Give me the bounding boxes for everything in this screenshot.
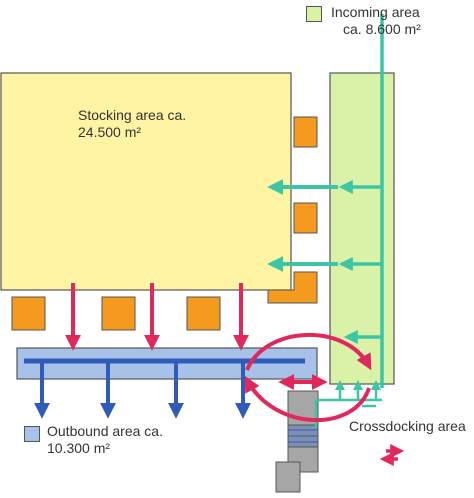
stocking-label-line1: Stocking area ca. xyxy=(78,107,187,123)
incoming-legend-swatch xyxy=(306,6,322,22)
outbound-area-label: Outbound area ca. 10.300 m² xyxy=(47,423,163,457)
dock-box xyxy=(293,202,318,234)
outbound-label-line1: Outbound area ca. xyxy=(47,423,163,439)
outbound-label-line2: 10.300 m² xyxy=(47,440,111,456)
incoming-label-line2: ca. 8.600 m² xyxy=(343,21,421,37)
incoming-area-label: Incoming area ca. 8.600 m² xyxy=(331,4,421,38)
dock-box xyxy=(101,296,136,331)
crossdock-stack-base xyxy=(275,461,301,493)
dock-box xyxy=(186,296,221,331)
dock-box xyxy=(11,296,46,331)
crossdocking-label-text: Crossdocking area xyxy=(349,418,466,434)
stocking-area xyxy=(0,72,292,291)
crossdocking-area-label: Crossdocking area xyxy=(349,418,466,435)
outbound-legend-swatch xyxy=(24,426,40,442)
stocking-area-label: Stocking area ca. 24.500 m² xyxy=(78,107,186,141)
dock-box-l-shape xyxy=(267,271,318,304)
crimson-cycle-arc-bottom xyxy=(244,375,371,422)
incoming-label-line1: Incoming area xyxy=(331,4,420,20)
dock-box xyxy=(293,116,318,148)
stocking-label-line2: 24.500 m² xyxy=(78,124,142,140)
crimson-cycle-arc-top xyxy=(245,333,372,371)
